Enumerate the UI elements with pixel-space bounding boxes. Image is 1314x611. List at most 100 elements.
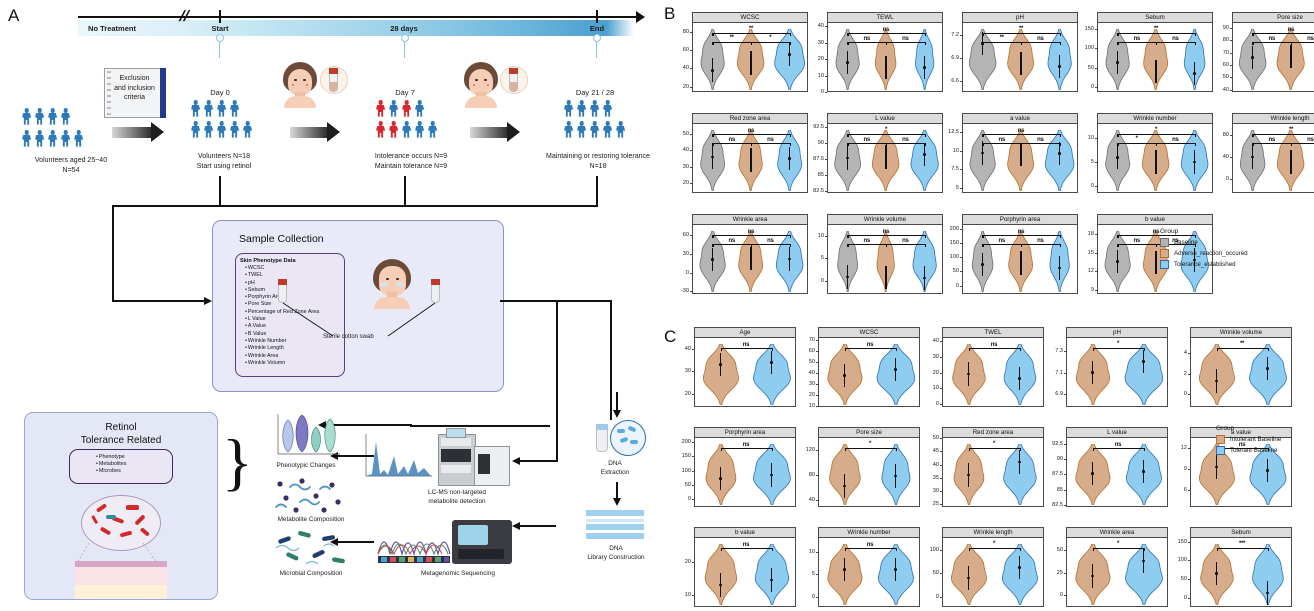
y-tick-label: 200 <box>949 226 959 233</box>
plot-area: ns <box>1066 438 1168 507</box>
significance-label: ** <box>1018 26 1024 32</box>
significance-bar <box>1092 548 1144 550</box>
median-point <box>749 61 753 65</box>
median-point <box>1266 367 1269 370</box>
y-tick-mark <box>1230 179 1232 181</box>
significance-tick <box>1021 143 1023 146</box>
significance-tick <box>1143 548 1145 551</box>
y-tick-mark <box>1188 468 1190 470</box>
median-point <box>1266 591 1269 595</box>
median-point <box>923 66 926 69</box>
y-tick-label: 40 <box>932 338 939 345</box>
y-tick-label: 6.9 <box>1055 391 1063 398</box>
y-tick-mark <box>960 243 962 245</box>
significance-tick <box>712 244 714 247</box>
significance-label: ns <box>1152 229 1160 235</box>
significance-label: * <box>992 541 996 547</box>
significance-bar <box>844 548 896 550</box>
significance-tick <box>1059 33 1062 36</box>
y-tick-mark <box>1095 252 1097 254</box>
y-tick-label: 35 <box>932 474 939 481</box>
significance-label: ns <box>747 229 755 235</box>
connector-v7 <box>556 386 558 460</box>
y-tick-label: 0 <box>935 593 939 600</box>
y-tick-mark <box>940 491 942 493</box>
significance-bar <box>720 448 772 450</box>
significance-bar <box>1252 42 1291 44</box>
significance-bar <box>751 42 790 44</box>
median-point <box>1116 61 1119 65</box>
significance-label: ns <box>1268 36 1275 42</box>
significance-bar <box>982 33 1060 35</box>
significance-bar <box>1021 42 1060 44</box>
connector-v3 <box>596 176 598 206</box>
y-tick-label: 40 <box>808 370 815 377</box>
arrow-to-microbial <box>330 538 374 546</box>
significance-label: ns <box>1133 238 1140 244</box>
y-tick-label: 7.5 <box>951 166 959 173</box>
y-tick-label: 4 <box>1183 349 1187 356</box>
significance-label: ns <box>863 137 870 143</box>
y-tick-label: 7.3 <box>1055 347 1063 354</box>
significance-label: ns <box>1133 36 1140 42</box>
y-tick-label: 0 <box>1090 84 1094 91</box>
median-point <box>967 473 970 477</box>
list-item: Pore Size <box>245 301 344 308</box>
median-point <box>1193 72 1196 75</box>
y-tick-label: 90 <box>1222 24 1229 31</box>
significance-tick <box>1092 548 1094 551</box>
y-tick-label: 20 <box>682 83 689 90</box>
skin-phenotype-list-box: Skin Phenotype Data WCSC TWEL pH Sebum P… <box>235 253 345 377</box>
microbe-circle-icon <box>610 420 646 456</box>
flow-arrow-3-icon <box>470 122 520 142</box>
significance-tick <box>886 42 888 45</box>
significance-tick <box>1252 134 1254 137</box>
y-tick-label: 40 <box>682 65 689 72</box>
violin-shape <box>869 230 902 293</box>
y-tick-label: 60 <box>1222 61 1229 68</box>
y-tick-label: 5 <box>820 255 824 262</box>
median-point <box>1116 260 1119 263</box>
significance-bar <box>982 134 1060 136</box>
median-point <box>846 275 849 279</box>
significance-bar <box>1216 448 1268 450</box>
significance-bar <box>720 348 772 350</box>
median-point <box>1266 469 1269 472</box>
legend-label: Tolerant Baseline <box>1230 447 1278 454</box>
significance-label: ns <box>882 27 890 33</box>
y-tick-label: 0 <box>1183 594 1187 601</box>
significance-tick <box>924 42 927 45</box>
day2128-caption: Maintaining or restoring tolerance N=18 <box>546 153 650 170</box>
y-tick-mark <box>960 257 962 259</box>
y-tick-label: 40 <box>682 147 689 154</box>
y-tick-label: 100 <box>1084 45 1094 52</box>
significance-bar <box>1291 42 1314 44</box>
significance-tick <box>1092 448 1094 451</box>
panel-b-letter: B <box>664 4 676 23</box>
y-tick-label: 0 <box>955 282 959 289</box>
significance-tick <box>1194 235 1197 238</box>
y-tick-mark <box>690 291 692 293</box>
y-tick-label: 50 <box>684 481 691 488</box>
significance-tick <box>924 134 927 137</box>
plot-area: ***** <box>692 23 808 92</box>
significance-tick <box>847 42 849 45</box>
y-tick-mark <box>690 272 692 274</box>
y-tick-mark <box>940 477 942 479</box>
y-tick-mark <box>692 484 694 486</box>
significance-tick <box>1156 143 1158 146</box>
y-tick-mark <box>940 464 942 466</box>
significance-bar <box>1156 244 1195 246</box>
significance-label: ns <box>747 128 755 134</box>
significance-bar <box>844 448 896 450</box>
y-tick-label: 5 <box>955 184 959 191</box>
significance-tick <box>1021 42 1023 45</box>
significance-tick <box>924 33 927 36</box>
y-tick-mark <box>692 595 694 597</box>
